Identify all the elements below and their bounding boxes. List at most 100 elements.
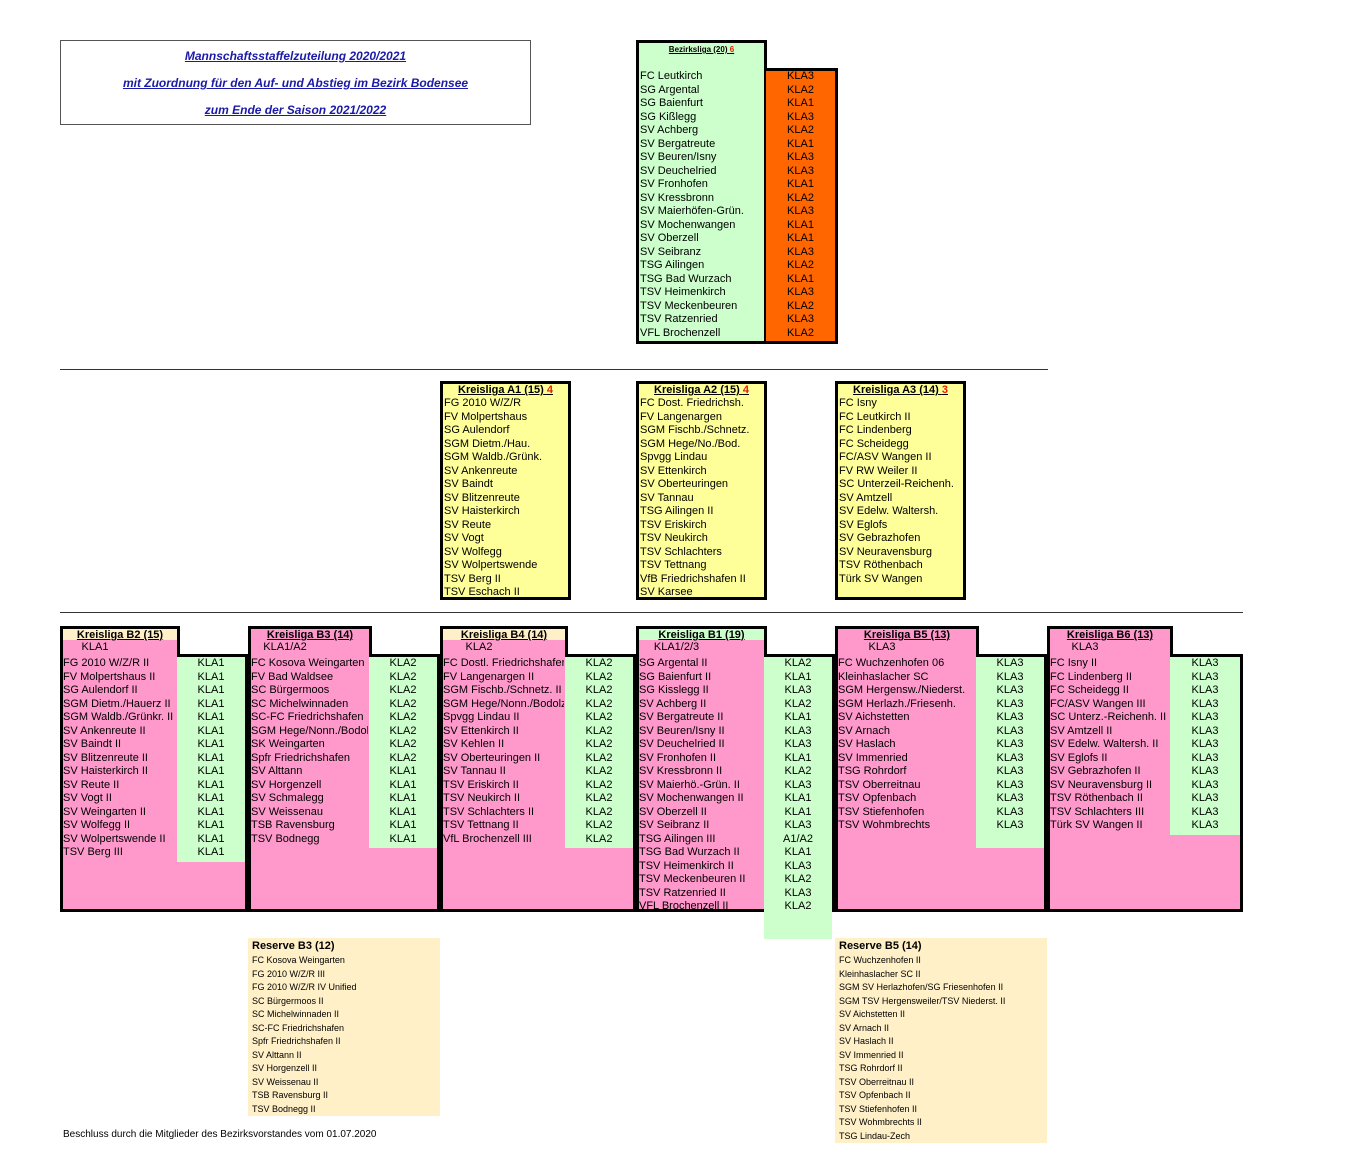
panel-subtitle: KLA2 xyxy=(465,641,493,653)
team-row: SK Weingarten xyxy=(251,738,325,750)
reserve-title: Reserve B5 (14) xyxy=(839,940,922,952)
team-row: VfL Brochenzell III xyxy=(443,832,532,845)
reserve-team-row: TSG Lindau-Zech xyxy=(839,1130,911,1141)
team-row: SV Blitzenreute xyxy=(444,491,520,504)
panel-body-topline xyxy=(565,654,636,657)
team-row: SV Fronhofen II xyxy=(639,751,717,764)
team-row: SG Baienfurt xyxy=(640,97,703,109)
reserve-team-row: SV Immenried II xyxy=(839,1049,904,1060)
team-row: SV Oberteuringen xyxy=(640,478,729,490)
team-row: SG Argental xyxy=(640,83,700,96)
kla-cell: KLA2 xyxy=(585,738,613,750)
panel-subtitle: KLA3 xyxy=(868,641,896,653)
kla-column xyxy=(177,657,245,862)
team-row: FG 2010 W/Z/R II xyxy=(63,657,150,669)
team-row: SGM Dietm./Hau. xyxy=(444,437,531,450)
kla-cell: KLA3 xyxy=(1191,751,1219,764)
team-row: TSV Neukirch II xyxy=(443,792,521,804)
kla-cell: KLA2 xyxy=(787,124,814,136)
team-row: SV Wolpertswende xyxy=(444,559,538,571)
kla-cell: KLA3 xyxy=(1191,684,1219,696)
kla-cell: KLA1 xyxy=(197,697,225,710)
reserve-team-row: SGM TSV Hergensweiler/TSV Niederst. II xyxy=(839,995,1006,1006)
team-row: SV Achberg II xyxy=(639,697,707,710)
team-row: TSV Opfenbach xyxy=(838,792,917,804)
kla-cell: KLA3 xyxy=(996,765,1024,777)
team-row: Spvgg Lindau II xyxy=(443,711,520,723)
kla-cell: KLA1 xyxy=(197,684,225,696)
panel-subtitle: KLA1/2/3 xyxy=(653,641,700,653)
panel-frame xyxy=(636,381,767,600)
team-row: SV Amtzell II xyxy=(1050,724,1113,737)
team-row: TSV Meckenbeuren II xyxy=(639,873,746,885)
kla-cell: KLA2 xyxy=(389,711,417,723)
kla-cell: KLA1 xyxy=(389,832,417,845)
kla-cell: KLA3 xyxy=(784,724,812,737)
team-row: SGM Dietm./Hauerz II xyxy=(63,697,171,710)
kla-cell: KLA1 xyxy=(787,218,814,231)
team-row: SV Beuren/Isny xyxy=(640,151,717,163)
team-row: TSV Eschach II xyxy=(444,586,520,598)
team-row: FV Langenargen II xyxy=(443,670,535,683)
kla-cell: KLA1 xyxy=(197,751,225,764)
team-row: TSG Ailingen xyxy=(640,259,705,271)
team-row: SV Neuravensburg xyxy=(839,545,932,558)
reserve-team-row: FG 2010 W/Z/R IV Unified xyxy=(252,982,357,992)
team-row: SV Weingarten II xyxy=(63,805,146,818)
reserve-team-row: TSG Rohrdorf II xyxy=(839,1063,903,1073)
team-row: SV Baindt xyxy=(444,478,493,490)
kla-cell: KLA3 xyxy=(787,286,814,298)
kla-cell: KLA3 xyxy=(1191,724,1219,737)
reserve-team-row: SV Weissenau II xyxy=(252,1076,319,1087)
team-row: SV Tannau II xyxy=(443,765,506,777)
team-row: SV Oberzell II xyxy=(639,805,707,818)
team-row: SV Eglofs II xyxy=(1050,751,1108,764)
team-row: SV Mochenwangen xyxy=(640,218,736,231)
team-row: TSV Tettnang II xyxy=(443,819,519,831)
league-title-text: Kreisliga B3 (14) xyxy=(266,629,354,641)
kla-cell: KLA3 xyxy=(996,738,1024,750)
kla-cell: KLA2 xyxy=(784,873,812,885)
team-row: SG Kißlegg xyxy=(640,110,697,123)
team-row: SV Blitzenreute II xyxy=(63,751,148,764)
kla-cell: KLA2 xyxy=(389,738,417,750)
team-row: TSV Bodnegg xyxy=(251,832,320,845)
team-row: SV Wolfegg II xyxy=(63,819,131,831)
league-title: Kreisliga A3 (14) 3 xyxy=(838,384,963,396)
kla-cell: KLA1 xyxy=(787,232,814,244)
team-row: SV Ettenkirch II xyxy=(443,724,519,737)
kla-cell: KLA3 xyxy=(1191,738,1219,750)
kla-cell: KLA3 xyxy=(1191,670,1219,683)
team-row: FG 2010 W/Z/R xyxy=(444,397,522,409)
kla-cell: KLA1 xyxy=(197,778,225,791)
reserve-team-row: SC Michelwinnaden II xyxy=(252,1009,340,1019)
kla-cell: KLA3 xyxy=(784,859,812,872)
kla-column xyxy=(976,657,1044,848)
kla-cell: KLA1 xyxy=(784,846,812,858)
team-row: FV Langenargen xyxy=(640,410,722,423)
team-row: SV Schmalegg xyxy=(251,792,324,804)
team-row: TSG Bad Wurzach xyxy=(640,272,732,285)
team-row: SV Deuchelried II xyxy=(639,738,725,750)
reserve-team-row: Spfr Friedrichshafen II xyxy=(252,1036,341,1046)
kla-cell: KLA3 xyxy=(787,70,814,82)
reserve-team-row: Kleinhaslacher SC II xyxy=(839,968,921,979)
team-row: TSV Stiefenhofen xyxy=(838,805,925,818)
kla-cell: KLA3 xyxy=(996,792,1024,804)
kla-cell: KLA1 xyxy=(197,846,225,858)
kla-cell: KLA2 xyxy=(585,724,613,737)
reserve-title: Reserve B3 (12) xyxy=(252,940,335,952)
team-row: FC/ASV Wangen III xyxy=(1050,697,1146,710)
kla-cell: KLA3 xyxy=(1191,657,1219,669)
kla-cell: KLA2 xyxy=(585,778,613,791)
reserve-team-row: TSB Ravensburg II xyxy=(252,1090,329,1100)
team-row: SV Fronhofen xyxy=(640,178,708,190)
team-row: SV Vogt xyxy=(444,532,484,544)
league-title: Kreisliga A2 (15) 4 xyxy=(639,384,764,396)
team-row: SGM Hege/Nonn./Bodolz xyxy=(443,697,564,710)
team-row: SV Achberg xyxy=(640,124,699,136)
team-row: SV Oberteuringen II xyxy=(443,751,541,764)
